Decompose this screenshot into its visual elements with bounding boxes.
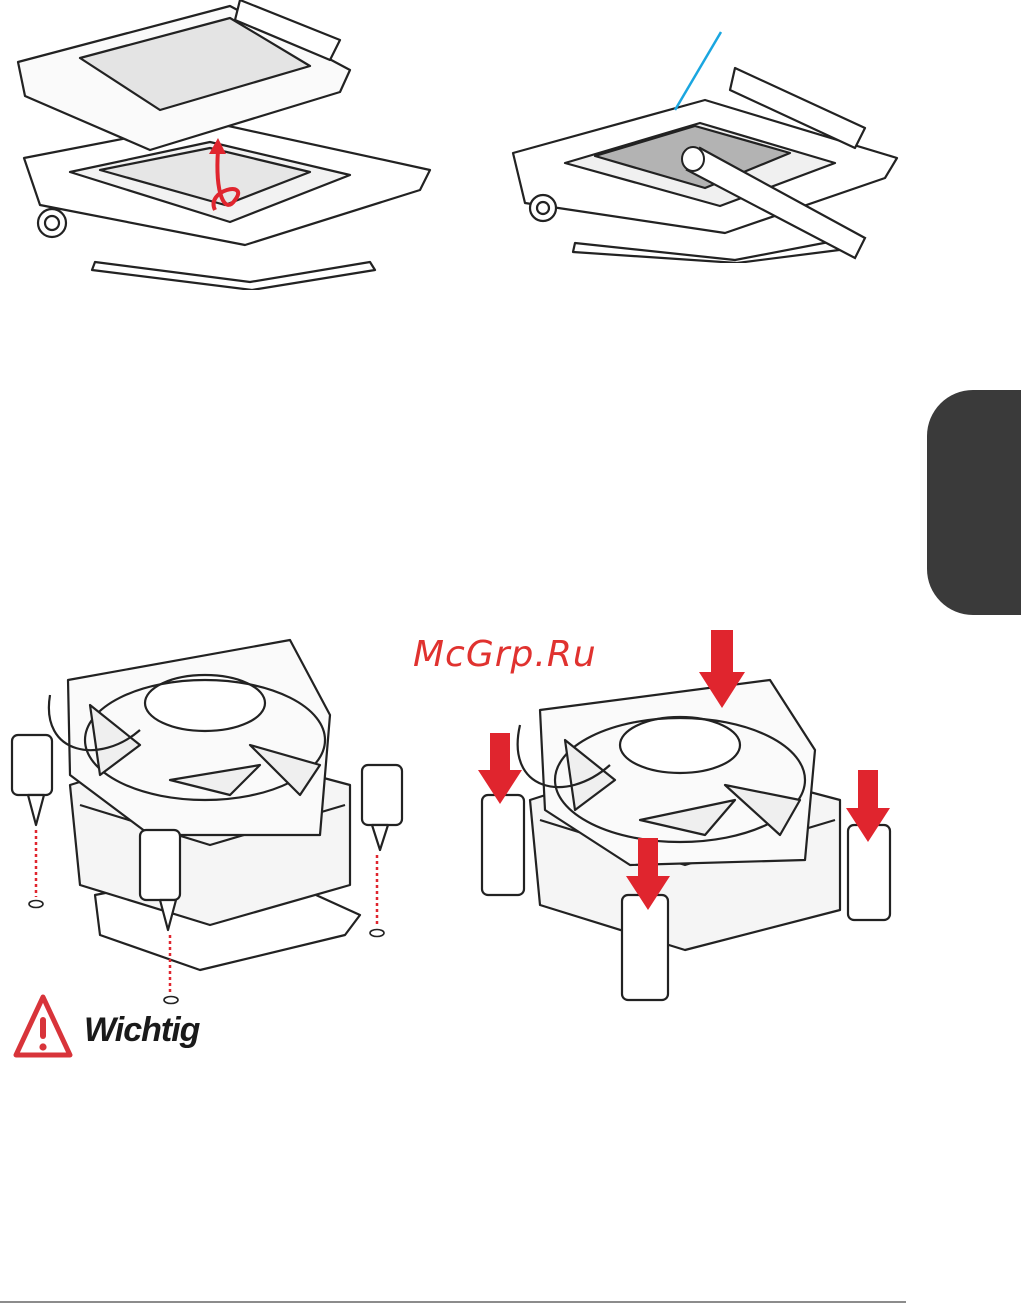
cpu-socket-open-illustration	[10, 0, 440, 290]
thermal-paste-illustration	[505, 28, 905, 263]
warning-label: Wichtig	[84, 1011, 199, 1050]
cooler-alignment-illustration	[0, 635, 420, 1005]
chapter-side-tab	[927, 390, 1021, 615]
cooler-press-down-illustration	[470, 630, 910, 1010]
footer-rule	[0, 1301, 906, 1303]
warning-triangle-icon	[12, 993, 74, 1063]
guide-line	[675, 32, 721, 110]
